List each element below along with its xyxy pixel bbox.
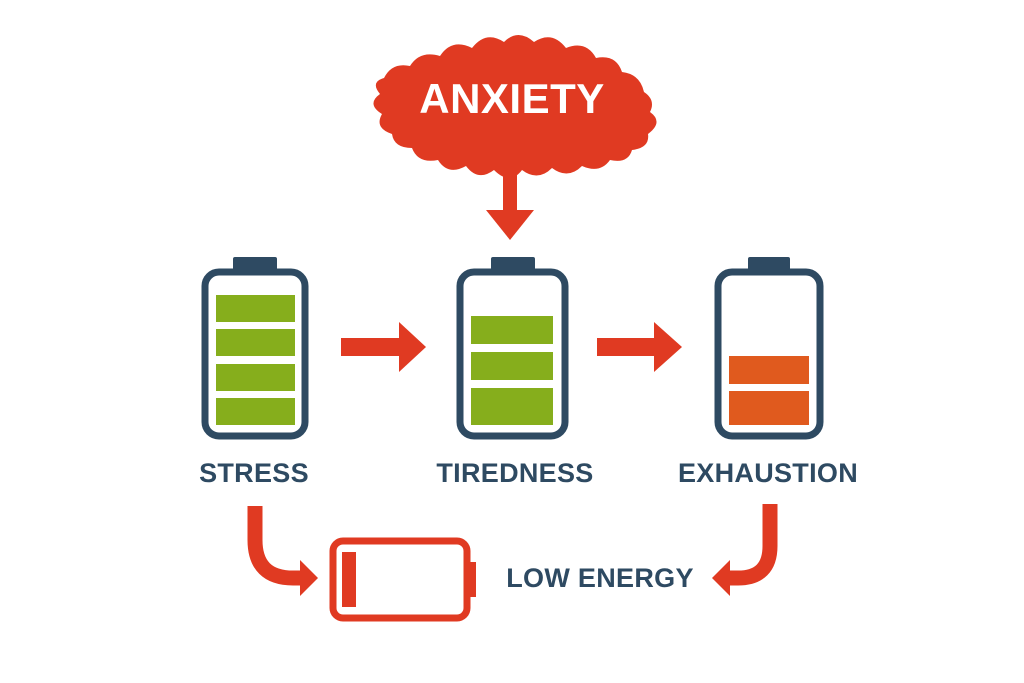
stage-label-stress: STRESS <box>199 458 309 488</box>
curved-arrow-icon <box>712 504 778 596</box>
stage-label-exhaustion: EXHAUSTION <box>677 458 859 488</box>
explosion-burst-icon <box>373 35 657 178</box>
arrow-right-icon <box>597 322 682 372</box>
arrow-right-icon <box>341 322 426 372</box>
outcome-label-low-energy: LOW ENERGY <box>506 563 694 593</box>
battery-medium-icon <box>456 257 569 440</box>
curved-arrow-icon <box>247 506 318 596</box>
battery-empty-icon <box>329 537 476 622</box>
anxiety-label: ANXIETY <box>419 75 605 122</box>
battery-full-icon <box>201 257 309 440</box>
arrow-down-icon <box>486 164 534 240</box>
battery-low-icon <box>714 257 824 440</box>
stage-label-tiredness: TIREDNESS <box>436 458 594 488</box>
